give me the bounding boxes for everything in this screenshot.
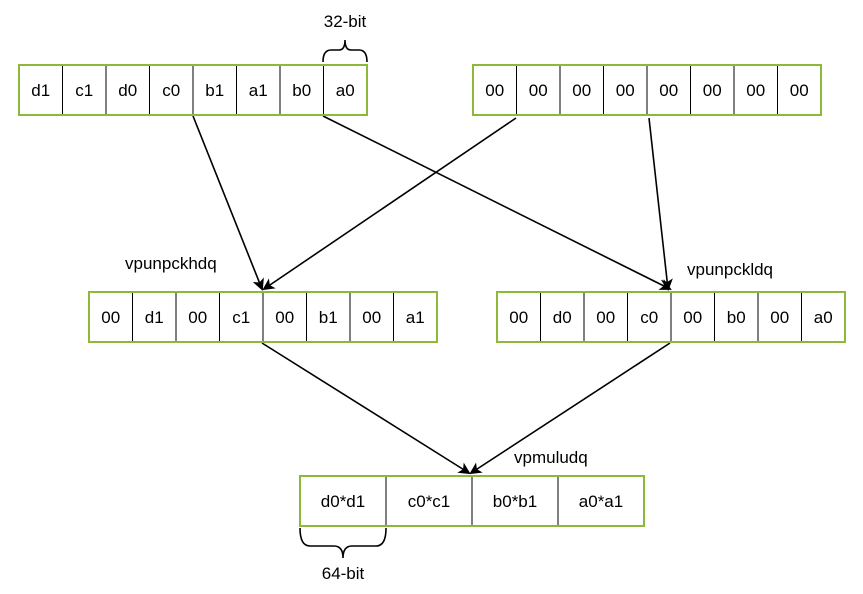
source-zero-cell-box (690, 64, 735, 116)
source-zero-cell-label: 00 (790, 81, 809, 100)
label-vpunpckldq: vpunpckldq (687, 260, 773, 279)
brace-64-bit (299, 527, 387, 559)
source-a-frame (18, 64, 368, 116)
unpack-high-cell-label: a1 (406, 308, 425, 327)
arrow-zero-to-high (262, 117, 517, 291)
register-source-a: d1 c1 d0 c0 b1 a1 b0 a0 (18, 64, 368, 116)
unpack-high-cell-box (88, 291, 133, 343)
source-a-cell-label: a1 (249, 81, 268, 100)
product-cell-box (471, 475, 559, 527)
unpack-high-cell-label: b1 (319, 308, 338, 327)
label-32-bit: 32-bit (324, 12, 367, 31)
unpack-low-cell-label: c0 (640, 308, 658, 327)
unpack-low-cell-label: 00 (509, 308, 528, 327)
product-cell-label: c0*c1 (408, 492, 451, 511)
unpack-low-cell-label: 00 (770, 308, 789, 327)
unpack-high-cell-label: 00 (275, 308, 294, 327)
unpack-low-cell-label: a0 (814, 308, 833, 327)
unpack-low-frame (496, 291, 846, 343)
unpack-high-cell-label: d1 (145, 308, 164, 327)
source-a-cell-label: d0 (118, 81, 137, 100)
source-zero-cell-box (603, 64, 648, 116)
source-zero-cell-label: 00 (572, 81, 591, 100)
source-a-cell-label: d1 (31, 81, 50, 100)
unpack-low-cell-label: 00 (683, 308, 702, 327)
unpack-low-cell-label: d0 (553, 308, 572, 327)
source-a-cell-box (192, 64, 237, 116)
source-a-cell-label: a0 (336, 81, 355, 100)
source-a-cell-box (323, 64, 368, 116)
label-vpunpckhdq: vpunpckhdq (125, 254, 217, 273)
source-zero-cell-box (733, 64, 778, 116)
register-unpack-low: 00 d0 00 c0 00 b0 00 a0 (496, 291, 846, 343)
register-product: d0*d1 c0*c1 b0*b1 a0*a1 (299, 475, 645, 527)
unpack-low-cell-box (670, 291, 715, 343)
source-zero-cell-box (777, 64, 822, 116)
source-a-cell-label: c0 (162, 81, 180, 100)
arrow-a0-to-low (322, 115, 672, 290)
unpack-high-frame (88, 291, 438, 343)
product-cell-box (557, 475, 645, 527)
source-zero-cell-label: 00 (485, 81, 504, 100)
unpack-high-cell-label: 00 (362, 308, 381, 327)
unpack-high-cell-label: 00 (188, 308, 207, 327)
source-a-cell-box (279, 64, 324, 116)
register-unpack-high: 00 d1 00 c1 00 b1 00 a1 (88, 291, 438, 343)
product-cell-box (299, 475, 387, 527)
source-zero-frame (472, 64, 822, 116)
source-zero-cell-box (559, 64, 604, 116)
unpack-low-cell-box (714, 291, 759, 343)
source-a-cell-label: b1 (205, 81, 224, 100)
source-a-cell-label: c1 (75, 81, 93, 100)
unpack-low-cell-box (627, 291, 672, 343)
unpack-low-cell-label: 00 (596, 308, 615, 327)
brace-32-bit (322, 39, 368, 63)
source-zero-cell-label: 00 (746, 81, 765, 100)
source-a-cell-box (236, 64, 281, 116)
unpack-high-cell-box (175, 291, 220, 343)
unpack-high-cell-box (132, 291, 177, 343)
unpack-low-cell-box (496, 291, 541, 343)
unpack-low-cell-label: b0 (727, 308, 746, 327)
source-a-cell-label: b0 (292, 81, 311, 100)
source-zero-cell-label: 00 (616, 81, 635, 100)
arrow-zero-to-low (648, 117, 673, 291)
product-frame (299, 475, 645, 527)
arrow-b1-to-high (192, 115, 264, 291)
arrows (192, 115, 673, 475)
unpack-low-cell-box (583, 291, 628, 343)
unpack-high-cell-label: c1 (232, 308, 250, 327)
product-cell-label: a0*a1 (579, 492, 623, 511)
source-zero-cell-label: 00 (703, 81, 722, 100)
product-cell-label: b0*b1 (493, 492, 537, 511)
arrow-high-to-product (261, 342, 471, 475)
register-source-zero: 00 00 00 00 00 00 00 00 (472, 64, 822, 116)
unpack-high-cell-box (262, 291, 307, 343)
source-zero-cell-label: 00 (659, 81, 678, 100)
source-zero-cell-label: 00 (529, 81, 548, 100)
arrow-low-to-product (469, 342, 671, 475)
unpack-high-cell-label: 00 (101, 308, 120, 327)
label-vpmuludq: vpmuludq (514, 448, 588, 467)
product-cell-label: d0*d1 (321, 492, 365, 511)
label-64-bit: 64-bit (322, 564, 365, 583)
